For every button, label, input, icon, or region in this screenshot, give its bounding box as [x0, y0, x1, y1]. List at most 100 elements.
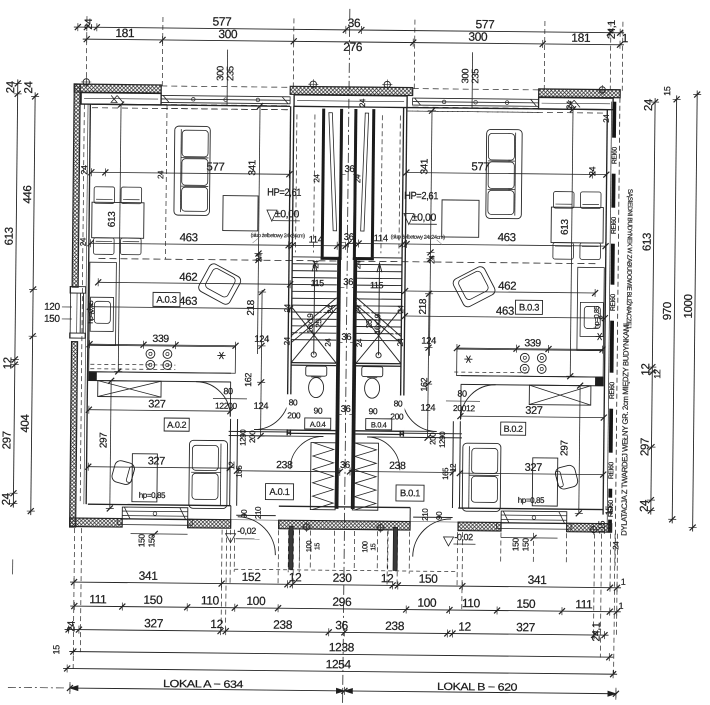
svg-text:114: 114 [309, 234, 323, 245]
svg-text:100: 100 [246, 594, 266, 608]
svg-text:100: 100 [360, 541, 369, 553]
svg-text:124: 124 [421, 336, 436, 347]
svg-text:36: 36 [335, 618, 348, 632]
svg-text:24: 24 [643, 98, 655, 111]
svg-text:90: 90 [313, 406, 322, 416]
svg-text:218: 218 [418, 298, 429, 314]
svg-text:327: 327 [525, 405, 543, 417]
svg-text:24: 24 [79, 237, 88, 246]
svg-text:238: 238 [389, 460, 406, 472]
svg-text:24: 24 [353, 174, 362, 183]
svg-text:115: 115 [370, 280, 384, 290]
svg-text:LOKAL B − 620: LOKAL B − 620 [437, 681, 518, 694]
svg-text:hp=0,85: hp=0,85 [88, 300, 95, 323]
svg-text:hp=0,85: hp=0,85 [518, 496, 545, 505]
svg-text:181: 181 [115, 26, 135, 40]
svg-text:12: 12 [227, 461, 236, 470]
svg-text:15: 15 [51, 645, 61, 655]
svg-text:hp=0,85: hp=0,85 [594, 306, 601, 329]
svg-text:341: 341 [419, 158, 430, 174]
svg-text:REI60: REI60 [611, 147, 618, 165]
svg-text:36: 36 [340, 460, 350, 471]
svg-text:24: 24 [5, 80, 17, 93]
svg-text:1: 1 [622, 31, 629, 45]
svg-text:1290: 1290 [238, 429, 247, 446]
svg-text:B.0.3: B.0.3 [519, 302, 539, 313]
svg-text:24: 24 [324, 338, 333, 347]
svg-text:HP=2,61: HP=2,61 [267, 187, 302, 199]
svg-text:1: 1 [621, 577, 626, 587]
svg-text:24: 24 [565, 100, 574, 109]
svg-text:327: 327 [525, 462, 543, 474]
svg-text:327: 327 [144, 616, 164, 630]
svg-text:90: 90 [240, 509, 249, 518]
svg-text:15: 15 [314, 543, 321, 551]
svg-text:80: 80 [289, 397, 298, 407]
svg-text:120: 120 [44, 302, 60, 313]
svg-text:12: 12 [210, 617, 223, 631]
svg-text:36: 36 [343, 277, 353, 288]
svg-text:24: 24 [355, 338, 364, 347]
svg-text:300: 300 [460, 69, 471, 84]
svg-text:577: 577 [212, 14, 232, 28]
svg-text:150: 150 [419, 572, 439, 586]
svg-text:462: 462 [179, 272, 197, 284]
svg-text:25: 25 [365, 319, 374, 328]
svg-text:12: 12 [449, 463, 458, 472]
svg-text:24: 24 [611, 541, 620, 550]
svg-text:152: 152 [242, 570, 262, 584]
svg-text:339: 339 [152, 333, 169, 345]
svg-text:200: 200 [287, 410, 301, 420]
svg-text:A.0.4: A.0.4 [310, 420, 326, 429]
svg-text:SĄSIEDNI BUDYNEK W ZABUDOWIE B: SĄSIEDNI BUDYNEK W ZABUDOWIE BLIŹNIACZEJ [625, 189, 635, 329]
svg-text:±0,00: ±0,00 [412, 212, 437, 224]
svg-text:hp=0,85: hp=0,85 [139, 491, 166, 500]
svg-text:1238: 1238 [329, 640, 355, 654]
svg-text:577: 577 [475, 17, 495, 31]
svg-text:B.0.2: B.0.2 [504, 424, 524, 434]
svg-text:110: 110 [201, 593, 220, 607]
svg-text:12: 12 [458, 620, 471, 634]
svg-text:150: 150 [44, 314, 60, 325]
svg-text:296: 296 [332, 595, 352, 609]
svg-text:24: 24 [83, 18, 95, 30]
svg-text:LOKAL A − 634: LOKAL A − 634 [163, 678, 244, 691]
svg-text:110: 110 [462, 596, 481, 610]
svg-text:36: 36 [344, 232, 354, 243]
svg-text:15: 15 [370, 543, 377, 551]
svg-text:REI60: REI60 [608, 500, 615, 518]
svg-text:577: 577 [206, 161, 224, 173]
svg-text:1254: 1254 [326, 657, 352, 671]
svg-text:-0,02: -0,02 [237, 526, 256, 536]
svg-text:150: 150 [136, 534, 146, 548]
svg-text:150: 150 [516, 597, 536, 611]
svg-text:446: 446 [22, 185, 34, 203]
svg-text:24: 24 [427, 255, 436, 264]
svg-text:238: 238 [273, 618, 293, 632]
svg-text:200: 200 [248, 430, 257, 443]
svg-text:235: 235 [470, 69, 481, 84]
svg-text:111: 111 [89, 592, 107, 606]
svg-text:150: 150 [143, 593, 163, 607]
svg-text:238: 238 [276, 459, 293, 471]
svg-text:12200: 12200 [215, 401, 237, 411]
svg-text:B.0.1: B.0.1 [400, 488, 420, 499]
svg-text:12: 12 [2, 357, 14, 369]
svg-text:327: 327 [516, 620, 536, 634]
svg-text:12: 12 [652, 369, 662, 379]
svg-text:16x19: 16x19 [373, 313, 382, 334]
svg-text:150: 150 [520, 538, 530, 552]
svg-text:80: 80 [223, 386, 233, 396]
svg-text:REI60: REI60 [610, 294, 617, 312]
svg-text:24: 24 [353, 305, 362, 314]
svg-text:90: 90 [435, 511, 444, 520]
svg-text:300: 300 [468, 30, 488, 44]
svg-text:297: 297 [559, 440, 570, 456]
svg-text:613: 613 [560, 219, 571, 235]
svg-text:1000: 1000 [683, 294, 695, 318]
svg-text:341: 341 [139, 569, 159, 583]
svg-text:24: 24 [23, 81, 35, 94]
svg-text:-0,02: -0,02 [454, 532, 473, 542]
svg-text:DYLATACJA Z TWARDEJ WEŁNY GR.: DYLATACJA Z TWARDEJ WEŁNY GR. 2cm MIĘDZY… [620, 323, 631, 536]
svg-text:115: 115 [311, 278, 325, 288]
